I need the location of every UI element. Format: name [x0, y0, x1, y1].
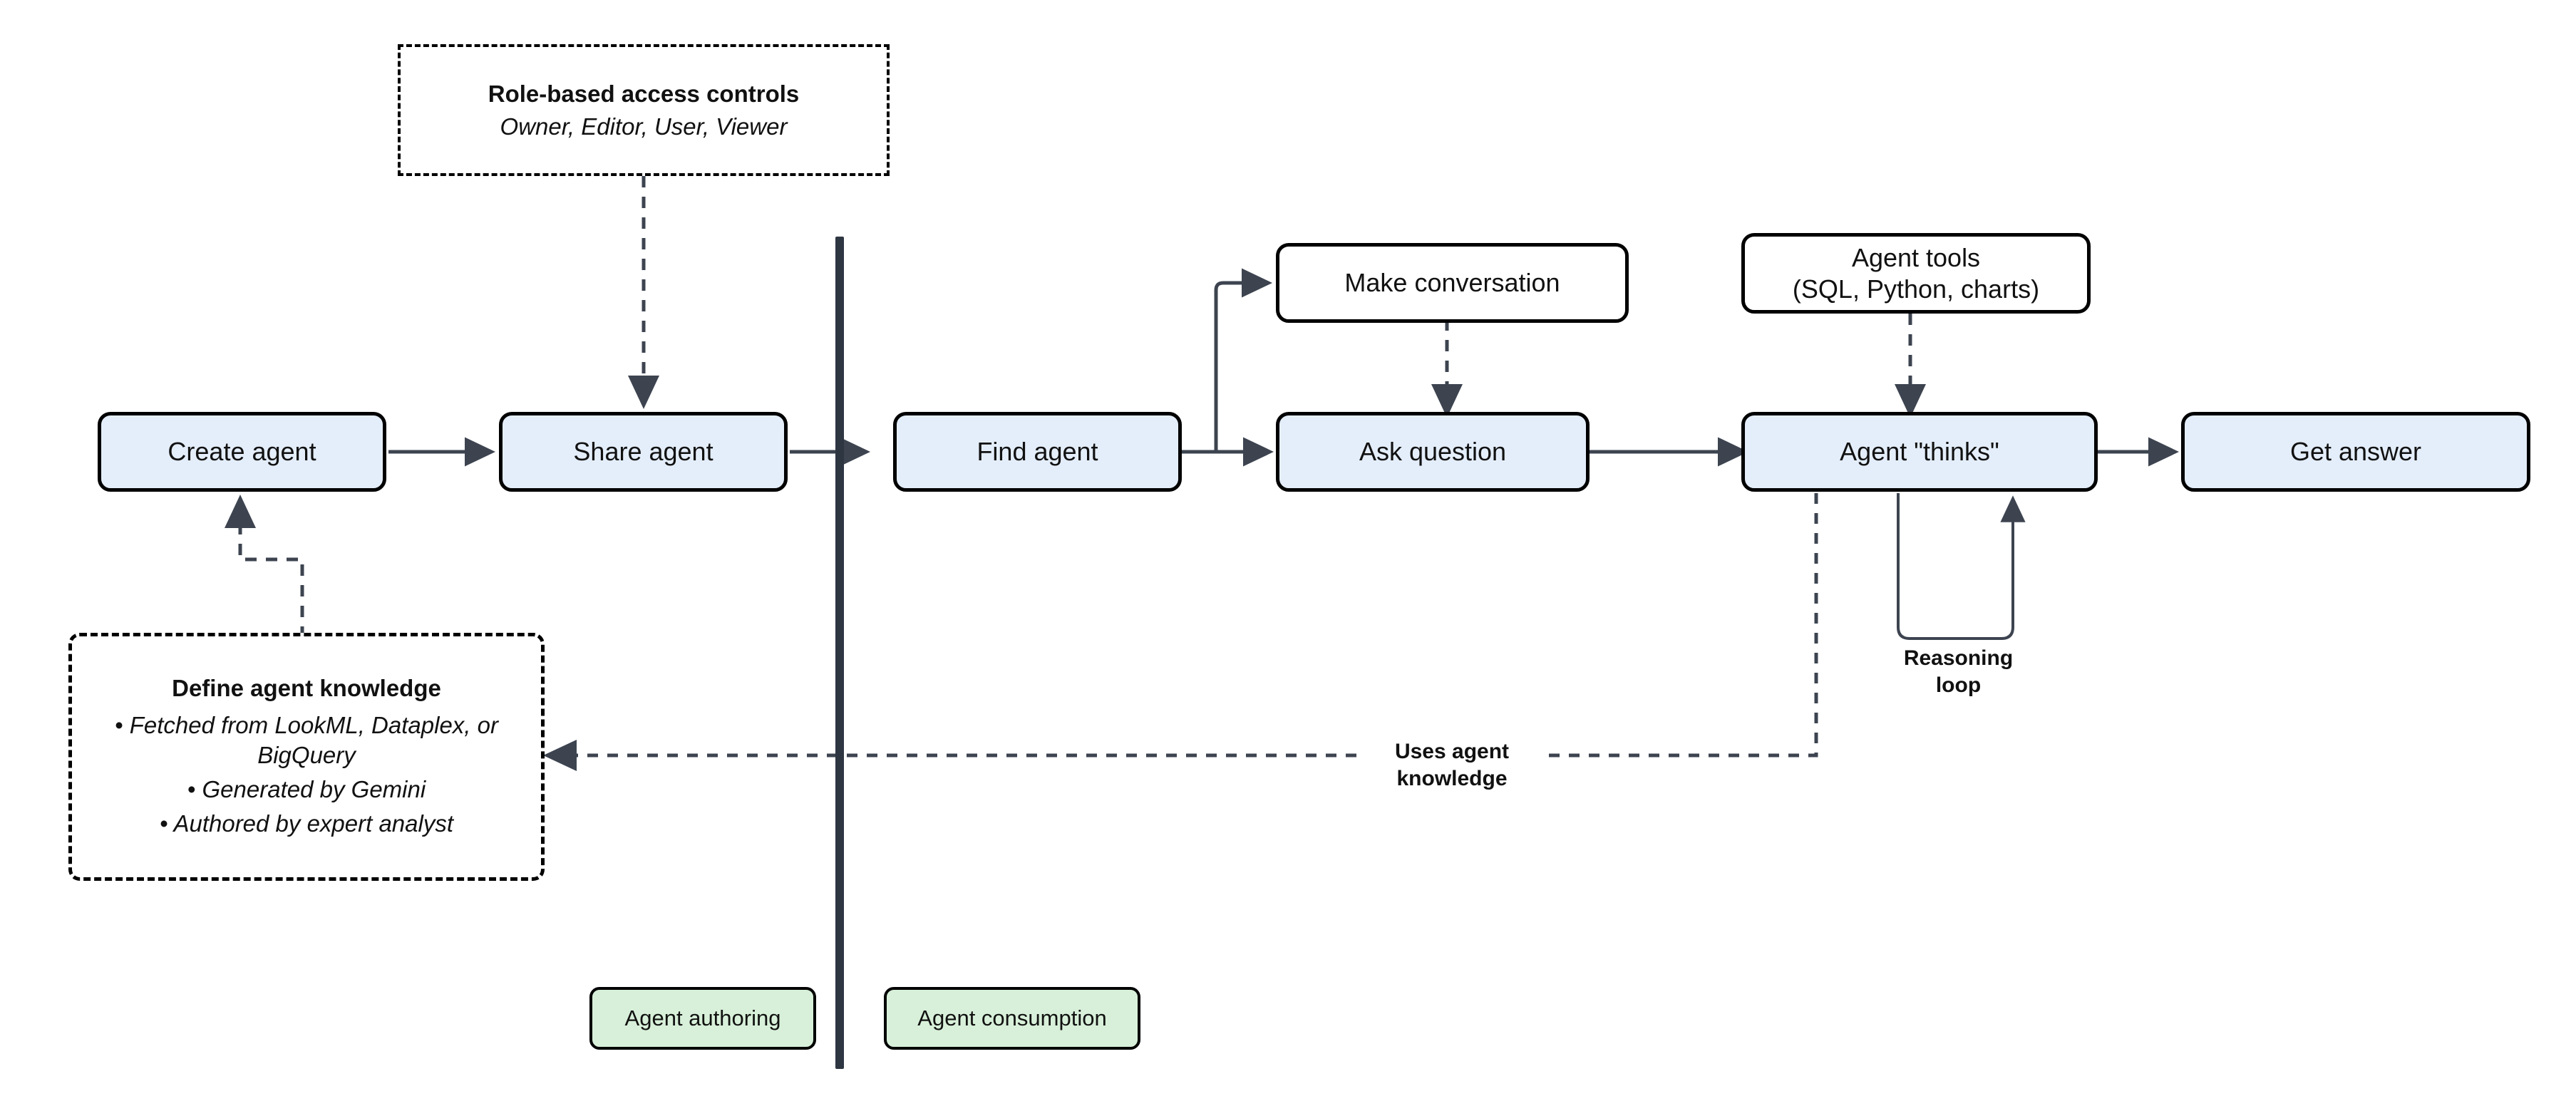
edge-uses-agent-knowledge [1547, 493, 1818, 758]
node-share-agent[interactable]: Share agent [499, 412, 788, 492]
phase-divider [835, 237, 844, 1069]
node-create-agent[interactable]: Create agent [98, 412, 386, 492]
node-agent-tools[interactable]: Agent tools (SQL, Python, charts) [1741, 233, 2091, 314]
node-agent-tools-label-line2: (SQL, Python, charts) [1792, 274, 2040, 304]
node-share-agent-label: Share agent [573, 437, 713, 467]
uses-agent-knowledge-text: Uses agent knowledge [1394, 740, 1510, 790]
legend-agent-authoring[interactable]: Agent authoring [589, 987, 816, 1050]
node-agent-thinks-label: Agent "thinks" [1840, 437, 1999, 467]
node-agent-tools-label-line1: Agent tools [1851, 242, 1981, 272]
legend-agent-consumption[interactable]: Agent consumption [884, 987, 1140, 1050]
knowledge-title: Define agent knowledge [172, 674, 441, 701]
edge-reasoning-loop [1897, 493, 2026, 640]
rbac-title: Role-based access controls [488, 80, 800, 107]
node-get-answer-label: Get answer [2289, 437, 2422, 467]
reasoning-loop-label-line2: loop [1935, 673, 1982, 697]
edge-find-to-makeconv [1214, 268, 1273, 452]
node-find-agent-label: Find agent [977, 437, 1098, 467]
legend-agent-authoring-label: Agent authoring [624, 1006, 781, 1031]
node-ask-question-label: Ask question [1359, 437, 1507, 467]
node-make-conversation[interactable]: Make conversation [1276, 243, 1629, 323]
role-based-access-note: Role-based access controls Owner, Editor… [398, 44, 890, 176]
reasoning-loop-label: Reasoning loop [1882, 645, 2035, 698]
knowledge-bullet-2: • Authored by expert analyst [159, 810, 454, 837]
node-agent-thinks[interactable]: Agent "thinks" [1741, 412, 2098, 492]
reasoning-loop-label-line1: Reasoning [1903, 646, 2014, 670]
rbac-subtitle: Owner, Editor, User, Viewer [500, 113, 788, 140]
legend-agent-consumption-label: Agent consumption [917, 1006, 1107, 1031]
node-ask-question[interactable]: Ask question [1276, 412, 1590, 492]
node-find-agent[interactable]: Find agent [893, 412, 1182, 492]
node-create-agent-label: Create agent [168, 437, 316, 467]
node-make-conversation-label: Make conversation [1344, 268, 1560, 298]
knowledge-bullet-1: • Generated by Gemini [187, 776, 426, 802]
define-agent-knowledge-note: Define agent knowledge • Fetched from Lo… [68, 633, 545, 881]
knowledge-bullet-0: • Fetched from LookML, Dataplex, or BigQ… [115, 711, 498, 768]
node-get-answer[interactable]: Get answer [2181, 412, 2530, 492]
uses-agent-knowledge-label: Uses agent knowledge [1356, 738, 1547, 792]
